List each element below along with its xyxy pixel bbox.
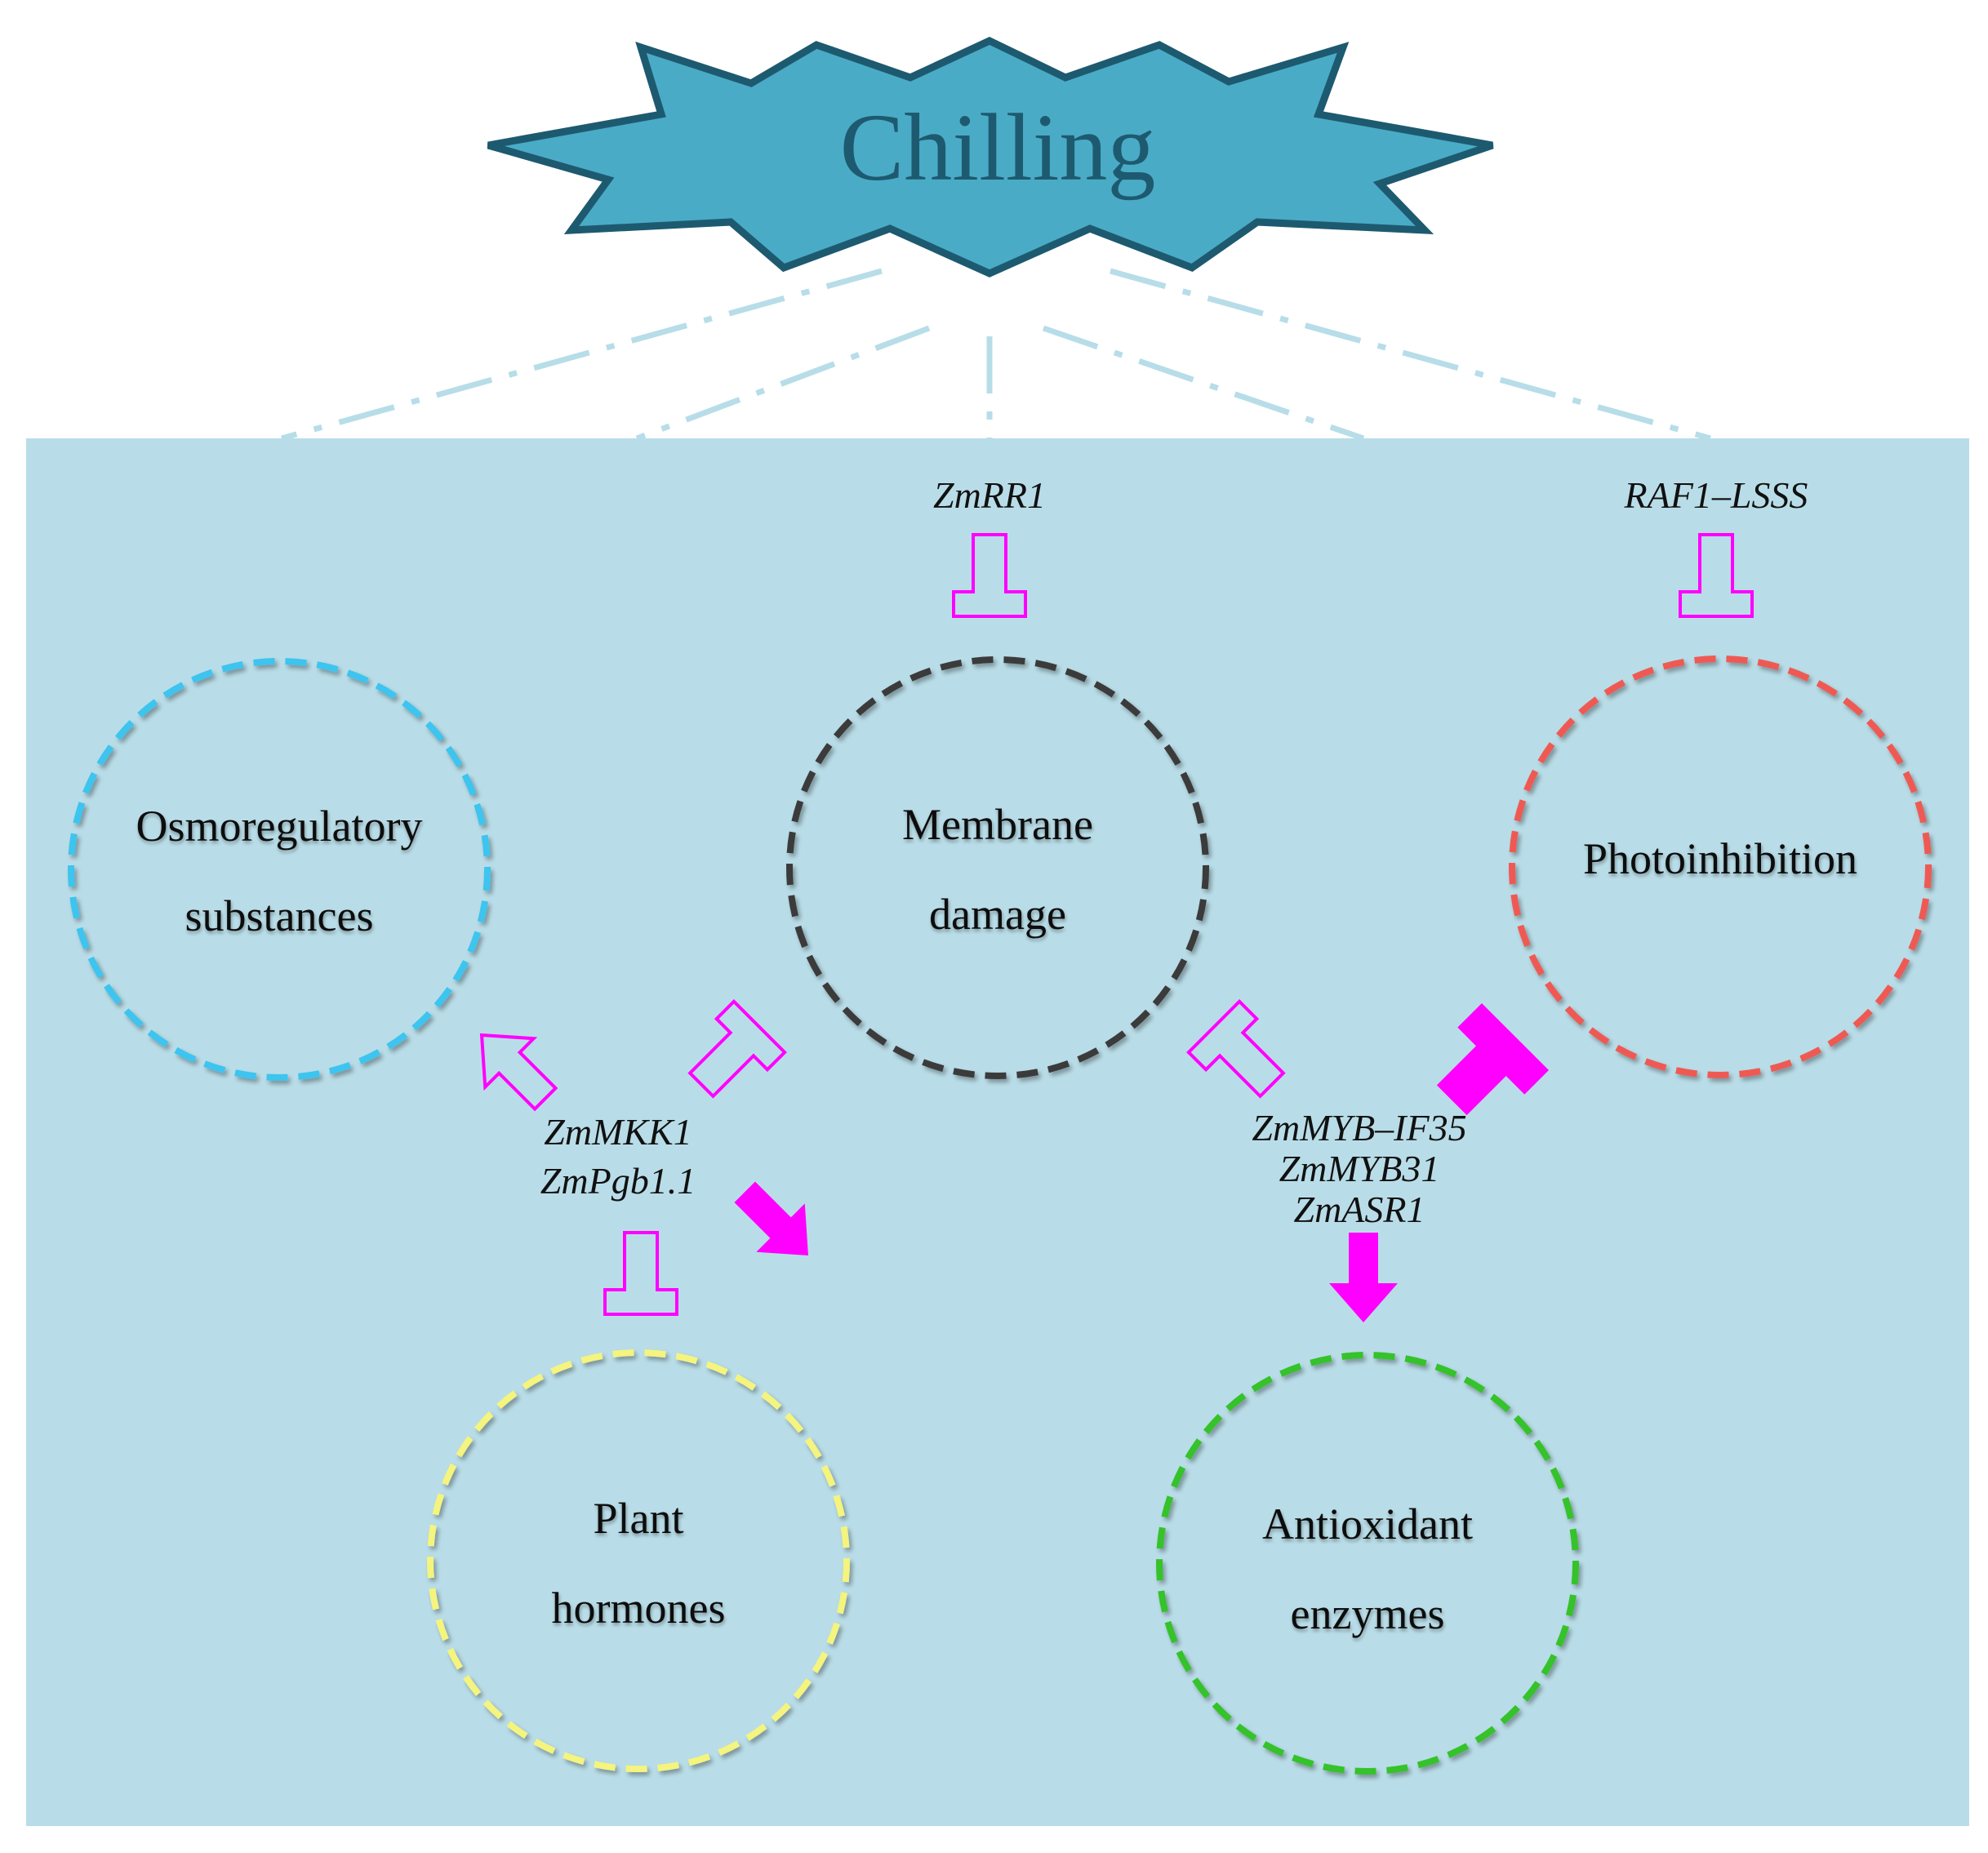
gene-zmmyb-if35: ZmMYB–IF35 bbox=[1252, 1107, 1466, 1149]
connector-line-1 bbox=[281, 268, 883, 442]
membrane-label-line2: damage bbox=[929, 890, 1066, 939]
gene-zmrr1: ZmRR1 bbox=[933, 474, 1046, 516]
hormones-circle bbox=[427, 1349, 850, 1772]
osmo-label-line1: Osmoregulatory bbox=[136, 802, 423, 851]
photo-circle bbox=[1509, 655, 1932, 1078]
node-osmoregulatory: Osmoregulatory substances bbox=[68, 658, 491, 1081]
connector-line-5 bbox=[1110, 268, 1711, 442]
gene-zmpgb1-1: ZmPgb1.1 bbox=[540, 1160, 696, 1202]
osmo-circle bbox=[68, 658, 491, 1081]
connector-line-2 bbox=[635, 325, 931, 442]
membrane-circle bbox=[786, 656, 1209, 1079]
connector-lines bbox=[281, 268, 1711, 442]
hormones-label-line2: hormones bbox=[552, 1584, 726, 1633]
node-plant-hormones: Plant hormones bbox=[427, 1349, 850, 1772]
antiox-label-line1: Antioxidant bbox=[1262, 1500, 1473, 1549]
chilling-title: Chilling bbox=[840, 94, 1156, 201]
gene-zmmkk1: ZmMKK1 bbox=[544, 1111, 692, 1153]
connector-line-4 bbox=[1042, 325, 1365, 442]
antiox-label-line2: enzymes bbox=[1291, 1589, 1445, 1638]
osmo-label-line2: substances bbox=[185, 891, 374, 940]
node-membrane-damage: Membrane damage bbox=[786, 656, 1209, 1079]
membrane-label-line1: Membrane bbox=[902, 800, 1093, 849]
gene-zmasr1: ZmASR1 bbox=[1294, 1189, 1425, 1230]
gene-zmmyb31: ZmMYB31 bbox=[1279, 1148, 1440, 1189]
chilling-starburst-icon bbox=[487, 37, 1494, 278]
antiox-circle bbox=[1156, 1352, 1579, 1775]
background-panel bbox=[26, 438, 1969, 1826]
hormones-label-line1: Plant bbox=[593, 1494, 683, 1543]
node-photoinhibition: Photoinhibition bbox=[1509, 655, 1932, 1078]
gene-raf1-lsss: RAF1–LSSS bbox=[1624, 474, 1808, 516]
photo-label: Photoinhibition bbox=[1583, 834, 1857, 883]
node-antioxidant-enzymes: Antioxidant enzymes bbox=[1156, 1352, 1579, 1775]
